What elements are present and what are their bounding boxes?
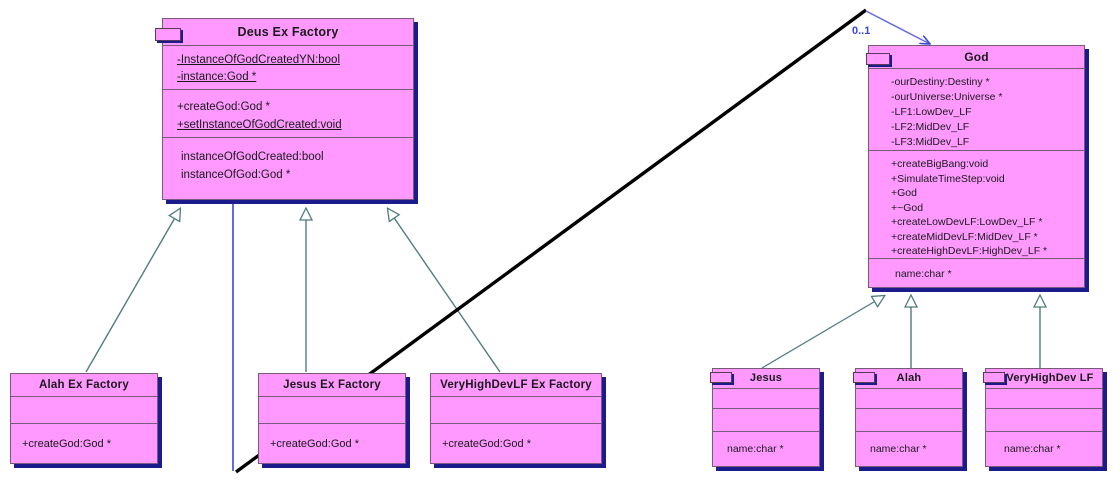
class-tab-icon-jesus (710, 372, 732, 383)
attributes-compartment-jesus-ex-factory (259, 396, 405, 423)
multiplicity-label-0-1: 0..1 (852, 25, 871, 37)
operation-row: +createLowDevLF:LowDev_LF * (891, 216, 1043, 228)
class-tab-icon-deus-ex-factory (155, 28, 181, 41)
extras-compartment-god: name:char * (869, 258, 1084, 289)
operation-row: +createGod:God * (22, 438, 111, 450)
attribute-row: -LF1:LowDev_LF (891, 106, 972, 118)
operation-row: +~God (891, 201, 924, 214)
class-title-god: God (964, 50, 989, 64)
extra-row: instanceOfGod:God * (181, 169, 291, 181)
class-title-jesus-ex-factory: Jesus Ex Factory (283, 379, 381, 391)
attributes-compartment-alah-ex-factory (11, 396, 157, 423)
operation-row: +SimulateTimeStep:void (891, 172, 1005, 185)
compartment-b-veryhighdev-lf (986, 408, 1102, 431)
operation-row: +createGod:God * (442, 438, 531, 450)
compartment-a-alah (856, 388, 962, 408)
extra-row: name:char * (895, 268, 952, 280)
class-title-alah-ex-factory: Alah Ex Factory (39, 379, 129, 391)
compartment-b-alah (856, 408, 962, 431)
compartment-a-veryhighdev-lf (986, 388, 1102, 408)
operation-row: +setInstanceOfGodCreated:void (177, 119, 342, 131)
class-title-alah: Alah (896, 372, 922, 384)
class-alah-ex-factory[interactable]: Alah Ex Factory +createGod:God * (10, 373, 158, 464)
class-jesus-ex-factory[interactable]: Jesus Ex Factory +createGod:God * (258, 373, 406, 464)
class-tab-icon-veryhighdev-lf (983, 372, 1005, 383)
attributes-compartment-god: -ourDestiny:Destiny * -ourUniverse:Unive… (869, 68, 1084, 150)
class-title-veryhighdev-lf: VeryHighDev LF (1006, 372, 1094, 384)
attributes-compartment-veryhighdevlf-ex-factory (431, 396, 601, 423)
operations-compartment-alah-ex-factory: +createGod:God * (11, 423, 157, 463)
class-god[interactable]: God -ourDestiny:Destiny * -ourUniverse:U… (868, 45, 1085, 288)
class-veryhighdevlf-ex-factory[interactable]: VeryHighDevLF Ex Factory +createGod:God … (430, 373, 602, 464)
attribute-row: -LF3:MidDev_LF (891, 136, 970, 148)
class-veryhighdev-lf[interactable]: VeryHighDev LF name:char * (985, 368, 1103, 467)
operations-compartment-deus-ex-factory: +createGod:God * +setInstanceOfGodCreate… (163, 89, 413, 137)
attributes-compartment-deus-ex-factory: -InstanceOfGodCreatedYN:bool -instance:G… (163, 45, 413, 89)
attribute-row: -InstanceOfGodCreatedYN:bool (177, 54, 341, 66)
extras-compartment-alah: name:char * (856, 431, 962, 467)
inheritance-veryhighdevlfexfactory-to-deusexfactory (388, 209, 501, 373)
operations-compartment-god: +createBigBang:void +SimulateTimeStep:vo… (869, 150, 1084, 258)
class-title-deus-ex-factory: Deus Ex Factory (237, 25, 339, 39)
extra-row: name:char * (727, 443, 784, 455)
extra-row: instanceOfGodCreated:bool (181, 151, 324, 163)
operation-row: +createBigBang:void (891, 158, 989, 170)
attribute-row: -instance:God * (177, 71, 257, 83)
operation-row: +createGod:God * (270, 438, 359, 450)
association-arrow-to-god (865, 10, 930, 44)
class-tab-icon-god (866, 53, 890, 65)
class-title-veryhighdevlf-ex-factory: VeryHighDevLF Ex Factory (440, 379, 592, 391)
extra-row: name:char * (1004, 443, 1061, 455)
compartment-a-jesus (713, 388, 819, 408)
extras-compartment-jesus: name:char * (713, 431, 819, 467)
attribute-row: -ourDestiny:Destiny * (891, 76, 990, 88)
inheritance-alahexfactory-to-deusexfactory (85, 209, 180, 373)
attribute-row: -LF2:MidDev_LF (891, 121, 970, 133)
operations-compartment-veryhighdevlf-ex-factory: +createGod:God * (431, 423, 601, 463)
inheritance-jesus-to-god (761, 296, 884, 369)
operation-row: +createGod:God * (177, 101, 271, 113)
compartment-b-jesus (713, 408, 819, 431)
extras-compartment-veryhighdev-lf: name:char * (986, 431, 1102, 467)
class-tab-icon-alah (853, 372, 875, 383)
extra-row: name:char * (870, 443, 927, 455)
class-deus-ex-factory[interactable]: Deus Ex Factory -InstanceOfGodCreatedYN:… (162, 18, 414, 200)
operation-row: +God (891, 187, 917, 199)
operation-row: +createHighDevLF:HighDev_LF * (891, 245, 1048, 257)
extras-compartment-deus-ex-factory: instanceOfGodCreated:bool instanceOfGod:… (163, 137, 413, 199)
operations-compartment-jesus-ex-factory: +createGod:God * (259, 423, 405, 463)
attribute-row: -ourUniverse:Universe * (891, 91, 1003, 103)
operation-row: +createMidDevLF:MidDev_LF * (891, 230, 1038, 243)
